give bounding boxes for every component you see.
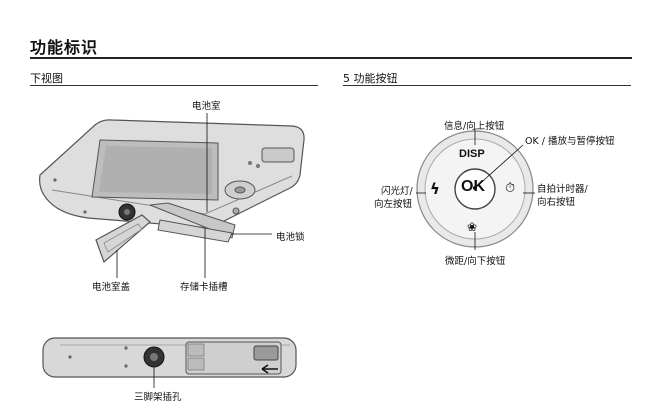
disp-button[interactable]: DISP bbox=[459, 148, 485, 160]
section-heading-function-buttons: 5 功能按钮 bbox=[343, 72, 398, 85]
ok-button-label: OK / 播放与暂停按钮 bbox=[525, 136, 615, 147]
right-button-label-line2: 向右按钮 bbox=[537, 197, 576, 208]
left-button-label-line1: 闪光灯/ bbox=[381, 186, 413, 197]
right-button-label-line1: 自拍计时器/ bbox=[537, 184, 588, 195]
title-divider bbox=[30, 57, 632, 59]
battery-cover-label: 电池室盖 bbox=[92, 282, 131, 293]
section-divider-left bbox=[30, 85, 318, 86]
down-button-label: 微距/向下按钮 bbox=[445, 256, 506, 267]
card-slot-label: 存储卡插槽 bbox=[180, 282, 228, 293]
flash-icon[interactable]: ϟ bbox=[430, 180, 440, 198]
battery-lock-label: 电池锁 bbox=[276, 232, 305, 243]
section-divider-right bbox=[343, 85, 631, 86]
self-timer-icon[interactable]: ⏱ bbox=[505, 181, 516, 196]
left-button-label-line2: 向左按钮 bbox=[374, 199, 413, 210]
macro-icon[interactable]: ❀ bbox=[467, 220, 478, 234]
section-heading-bottom-view: 下视图 bbox=[30, 72, 63, 85]
up-button-label: 信息/向上按钮 bbox=[444, 121, 505, 132]
battery-chamber-label: 电池室 bbox=[192, 101, 221, 112]
tripod-socket-label: 三脚架插孔 bbox=[134, 392, 182, 403]
ok-button[interactable]: OK bbox=[461, 178, 485, 195]
page-title: 功能标识 bbox=[30, 38, 99, 57]
